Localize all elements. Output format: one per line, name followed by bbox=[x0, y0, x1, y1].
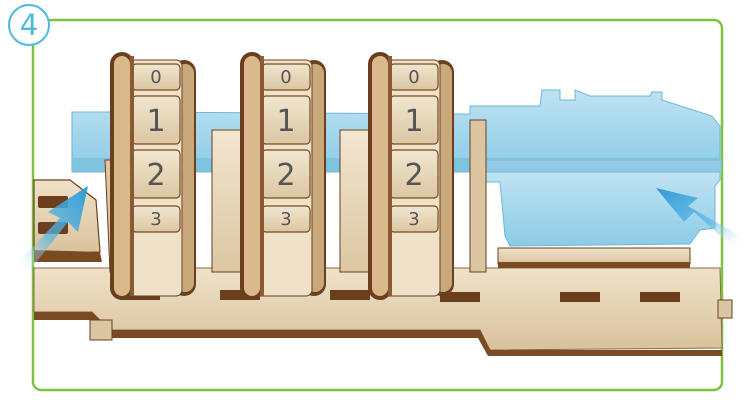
combination-wheel: 0 1 2 3 bbox=[368, 52, 454, 300]
combination-wheel: 0 1 2 3 bbox=[240, 52, 326, 300]
wheel-digit: 2 bbox=[404, 158, 423, 193]
wheel-digit: 0 bbox=[280, 67, 291, 88]
step-number-badge: 4 bbox=[8, 4, 50, 46]
bolt-holder bbox=[498, 248, 690, 268]
combination-wheel: 0 1 2 3 bbox=[110, 52, 196, 300]
wheel-digit: 1 bbox=[404, 104, 423, 139]
wheel-digit: 3 bbox=[280, 209, 291, 230]
combination-wheels: 0 1 2 3 0 1 2 3 0 1 2 3 bbox=[110, 52, 454, 300]
wheel-digit: 2 bbox=[146, 158, 165, 193]
wheel-digit: 3 bbox=[408, 209, 419, 230]
wheel-digit: 0 bbox=[408, 67, 419, 88]
wheel-digit: 1 bbox=[276, 104, 295, 139]
wheel-digit: 3 bbox=[150, 209, 161, 230]
wheel-digit: 1 bbox=[146, 104, 165, 139]
wheel-digit: 2 bbox=[276, 158, 295, 193]
wheel-digit: 0 bbox=[150, 67, 161, 88]
